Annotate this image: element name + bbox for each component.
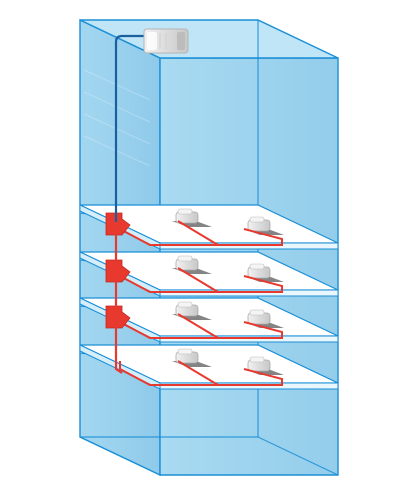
duct-branch [177,313,219,339]
indoor-unit-top [249,356,265,363]
indoor-unit-top [177,348,193,355]
branch-joint-icon [105,305,131,329]
duct-branch [177,360,219,386]
indoor-unit-top [249,263,265,270]
refrigerant-riser [114,34,146,222]
building-back-face [79,18,161,477]
duct-run [119,361,283,386]
indoor-unit-icon [244,356,284,375]
indoor-unit-top [249,309,265,316]
branch-joint-icon [105,259,131,283]
indoor-unit-top [177,255,193,262]
outdoor-unit-icon [143,28,189,54]
indoor-unit-icon [244,309,284,328]
duct-branch [177,267,219,293]
branch-joint-icon [105,212,131,236]
indoor-unit-icon [244,263,284,282]
duct-branch [177,220,219,246]
branch-joint-body [105,212,131,236]
indoor-unit-top [177,301,193,308]
duct-riser-lower [114,222,123,374]
indoor-unit-icon [244,216,284,235]
branch-joint-body [105,305,131,329]
branch-joint-body [105,259,131,283]
building-inner-edge [257,436,339,476]
indoor-unit-top [177,208,193,215]
indoor-unit-top [249,216,265,223]
indoor-unit-icon [172,208,212,227]
